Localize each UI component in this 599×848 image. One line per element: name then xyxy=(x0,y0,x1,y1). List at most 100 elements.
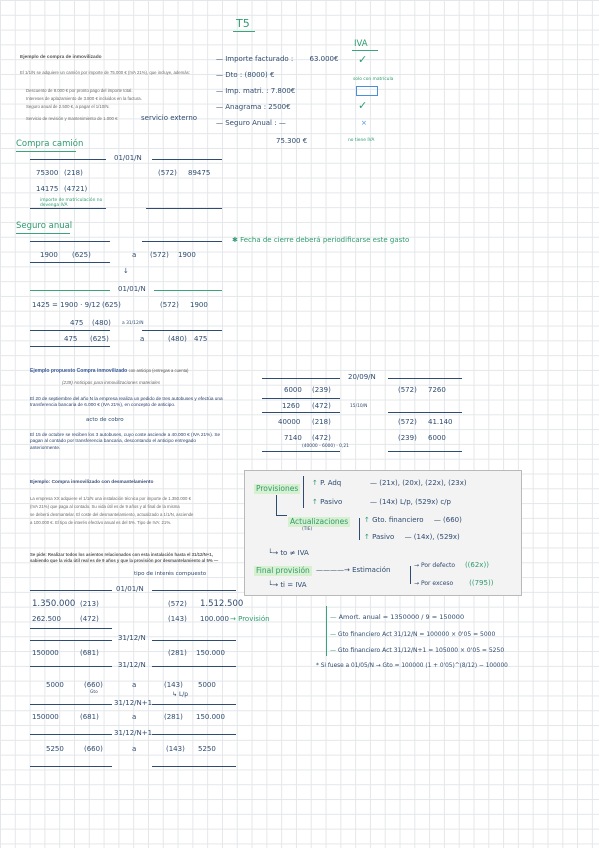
journal-line xyxy=(142,330,222,331)
journal-a: a xyxy=(132,681,137,689)
journal-amount: 150.000 xyxy=(196,713,225,721)
journal-line xyxy=(152,704,236,705)
example2-heading: Ejemplo propuesto Compra inmovilizado co… xyxy=(30,368,189,374)
example3-heading: Ejemplo: Compra inmovilizado con desmant… xyxy=(30,480,154,485)
journal-account: (472) xyxy=(80,615,99,623)
journal-amount: 6000 xyxy=(284,386,302,394)
example1-handwritten-note: servicio externo xyxy=(141,114,198,122)
journal-date-note: a 31/12/N xyxy=(122,321,144,326)
journal-account: (281) xyxy=(164,713,183,721)
list-item-anagrama: — Anagrama : 2500€ xyxy=(216,103,291,111)
calc-note: — Gto financiero Act 31/12/N = 100000 × … xyxy=(330,631,496,638)
journal-account: (681) xyxy=(80,713,99,721)
journal-line xyxy=(262,451,340,452)
list-item-dto: — Dto : (8000) € xyxy=(216,71,275,79)
example1-bullet: Seguro anual de 2.500 €, a pagar el 1/10… xyxy=(26,104,110,109)
journal-account: (281) xyxy=(168,649,187,657)
journal-line xyxy=(30,590,112,591)
provision-note: → Provisión xyxy=(230,615,270,623)
calc-note: — Amort. anual = 1350000 / 9 = 150000 xyxy=(330,613,465,621)
journal-amount: 150000 xyxy=(32,713,59,721)
journal-date: 20/09/N xyxy=(348,373,376,381)
provisiones-label: Provisiones xyxy=(254,484,301,494)
iva-box xyxy=(356,86,378,96)
journal-date: 31/12/N+1 xyxy=(114,699,153,707)
to-iva-note: └→ to ≠ IVA xyxy=(268,549,309,557)
journal-amount: 262.500 xyxy=(32,615,61,623)
example2-subheading: (239) Anticipos para inmovilizaciones ma… xyxy=(62,380,161,385)
journal-account: (239) xyxy=(312,386,331,394)
journal-line xyxy=(30,290,110,291)
journal-line xyxy=(262,398,340,399)
journal-line xyxy=(146,208,222,209)
journal-line xyxy=(152,734,236,735)
journal-amount: 89475 xyxy=(188,169,211,177)
brace-line xyxy=(359,518,366,540)
journal-line xyxy=(152,640,236,641)
brace-line xyxy=(326,606,333,656)
iva-formula: (40000 - 6000) · 0,21 xyxy=(302,444,349,449)
journal-line xyxy=(30,666,112,667)
journal-amount: 75300 xyxy=(36,169,59,177)
journal-a: a xyxy=(140,335,145,343)
por-defecto-item: → Por defecto ((62x)) xyxy=(414,561,489,569)
journal-amount: 475 xyxy=(70,319,84,327)
journal-amount: 41.140 xyxy=(428,418,453,426)
section-heading-compra-camion: Compra camión xyxy=(16,139,84,149)
journal-amount: 100.000 xyxy=(200,615,229,623)
journal-account: (572) xyxy=(168,600,187,608)
journal-line xyxy=(152,590,236,591)
journal-amount: 6000 xyxy=(428,434,446,442)
periodificar-note: ✱ Fecha de cierre deberá periodificarse … xyxy=(232,236,410,244)
journal-account: (572) xyxy=(150,251,169,259)
list-item-importe: — Importe facturado : 63.000€ xyxy=(216,55,339,63)
journal-date: 31/12/N+1 xyxy=(114,729,153,737)
journal-line xyxy=(388,378,462,379)
journal-account: (143) xyxy=(168,615,187,623)
list-total: 75.300 € xyxy=(276,137,308,145)
journal-amount: 14175 xyxy=(36,185,59,193)
journal-account: (143) xyxy=(164,681,183,689)
journal-account: (239) xyxy=(398,434,417,442)
journal-line xyxy=(30,346,110,347)
journal-amount: 7140 xyxy=(284,434,302,442)
lp-label: ↳ L/p xyxy=(172,691,189,698)
journal-amount: 475 xyxy=(64,335,78,343)
example1-heading: Ejemplo de compra de inmovilizado xyxy=(20,55,102,60)
example3-line: a 100.000 €. El tipo de interés efectivo… xyxy=(30,520,172,525)
journal-date: 01/01/N xyxy=(116,585,144,593)
page-title: T5 xyxy=(236,17,250,30)
journal-account: (572) xyxy=(160,301,179,309)
estimacion-arrow: ————→ Estimación xyxy=(316,566,391,574)
journal-amount: 5000 xyxy=(46,681,64,689)
journal-line xyxy=(154,290,222,291)
journal-line xyxy=(30,159,106,160)
journal-amount: 150.000 xyxy=(196,649,225,657)
cross-icon: × xyxy=(361,119,367,127)
example3-bottom-text: Se pide: Realizar todos los asientos rel… xyxy=(30,552,219,563)
example1-bullet: Intereses de aplazamiento de 3.800 € inc… xyxy=(26,96,142,101)
ti-iva-note: └→ ti = IVA xyxy=(268,581,307,589)
journal-amount: 150000 xyxy=(32,649,59,657)
journal-account: (625) xyxy=(72,251,91,259)
journal-line xyxy=(30,640,112,641)
journal-line xyxy=(30,262,110,263)
brace-line xyxy=(276,495,287,516)
actualizaciones-label: Actualizaciones xyxy=(288,517,351,527)
journal-account: (4721) xyxy=(64,185,88,193)
journal-a: a xyxy=(132,251,137,259)
journal-account: (572) xyxy=(158,169,177,177)
matriculacion-note: importe de matriculación no devenga IVA xyxy=(40,198,103,209)
final-provision-label: Final provisión xyxy=(254,566,312,576)
p-adq-accounts: — (21x), (20x), (22x), (23x) xyxy=(370,479,467,487)
journal-line xyxy=(152,159,222,160)
pasivo2-item: ↑ Pasivo — (14x), (529x) xyxy=(364,533,460,541)
heading-underline xyxy=(16,151,76,152)
journal-account: (213) xyxy=(80,600,99,608)
journal-account: (681) xyxy=(80,649,99,657)
journal-line xyxy=(30,704,112,705)
example3-line: se deberá desmantelar. El coste del desm… xyxy=(30,512,194,517)
journal-a: a xyxy=(132,713,137,721)
journal-account: (480) xyxy=(92,319,111,327)
arrow-down-icon: ↓ xyxy=(123,267,129,275)
